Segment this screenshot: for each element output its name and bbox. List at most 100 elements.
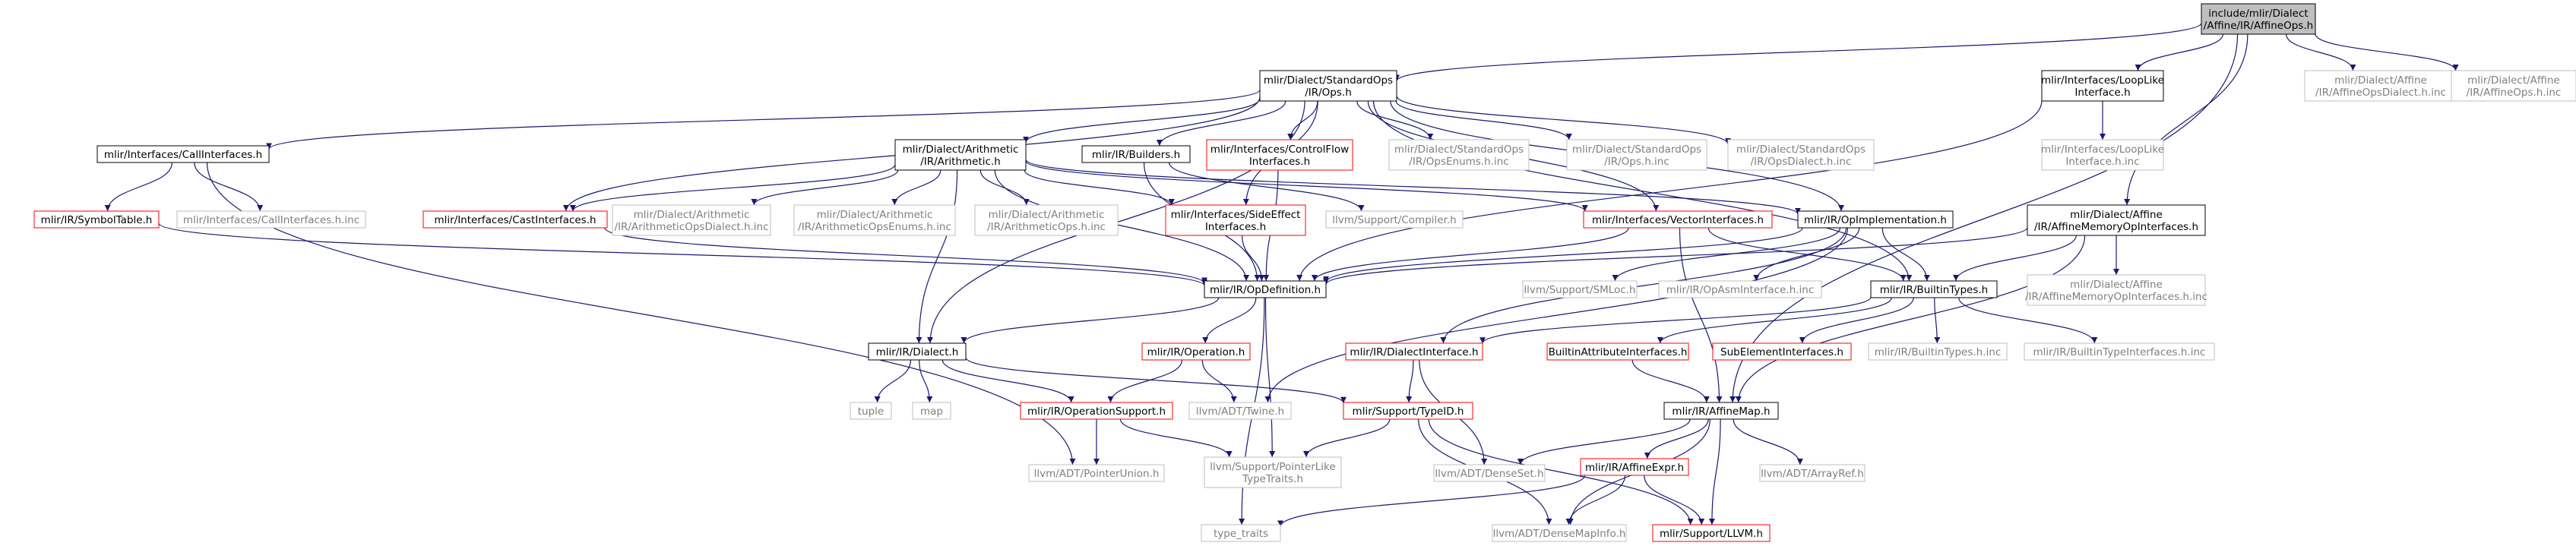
- edge-affinememop-to-builtintypes: [1953, 235, 2077, 282]
- node-castinterfaces[interactable]: mlir/Interfaces/CastInterfaces.h: [422, 210, 608, 229]
- node-dialect[interactable]: mlir/IR/Dialect.h: [868, 342, 967, 361]
- node-label-standardops-1: /IR/Ops.h: [1305, 87, 1352, 99]
- node-box-affineopshinc: [2451, 70, 2576, 102]
- edge-sideeffect-to-opdefinition: [1242, 235, 1265, 282]
- edge-opdefinition-to-operation: [1202, 297, 1257, 344]
- node-box-sideeffect: [1165, 204, 1306, 236]
- node-label-looplikeinc-0: mlir/Interfaces/LoopLike: [2041, 144, 2164, 156]
- node-affineops[interactable]: include/mlir/Dialect/Affine/IR/AffineOps…: [2201, 3, 2316, 35]
- edge-callinterfaces-to-callinterfacesinc: [194, 162, 264, 212]
- node-label-opsenumsinc-1: /IR/OpsEnums.h.inc: [1409, 156, 1508, 168]
- node-vectorinterfaces[interactable]: mlir/Interfaces/VectorInterfaces.h: [1583, 210, 1773, 229]
- node-label-pointerunion-0: llvm/ADT/PointerUnion.h: [1034, 468, 1160, 480]
- node-label-arithopsinc-0: mlir/Dialect/Arithmetic: [989, 209, 1105, 221]
- edge-builtintypes-to-dialectinterface: [1479, 296, 1872, 344]
- node-box-builtintypeinterfacesinc: [2024, 342, 2215, 361]
- node-callinterfaces[interactable]: mlir/Interfaces/CallInterfaces.h: [97, 145, 270, 163]
- node-label-llvmh-0: mlir/Support/LLVM.h: [1660, 528, 1763, 540]
- node-typeid[interactable]: mlir/Support/TypeID.h: [1343, 402, 1473, 420]
- node-box-operation: [1141, 342, 1251, 361]
- node-box-denseset: [1433, 464, 1546, 482]
- edge-opdefinition-to-dialect: [960, 297, 1220, 344]
- edge-callinterfaces-to-symboltable: [104, 162, 172, 212]
- node-label-opdefinition-0: mlir/IR/OpDefinition.h: [1210, 284, 1321, 296]
- node-arithmetic[interactable]: mlir/Dialect/Arithmetic/IR/Arithmetic.h: [894, 139, 1027, 171]
- node-box-looplikeinc: [2041, 139, 2164, 171]
- node-label-affineopshinc-0: mlir/Dialect/Affine: [2467, 74, 2560, 87]
- node-box-dialect: [868, 342, 967, 361]
- node-dialectinterface[interactable]: mlir/IR/DialectInterface.h: [1345, 342, 1483, 361]
- edge-vectorinterfaces-to-affinemap: [1679, 227, 1723, 403]
- node-opimplementation[interactable]: mlir/IR/OpImplementation.h: [1797, 210, 1954, 229]
- edge-typeid-to-llvmh: [1428, 418, 1694, 525]
- node-box-affineexpr: [1580, 458, 1689, 476]
- node-builtinattrinterfaces[interactable]: BuiltinAttributeInterfaces.h: [1546, 342, 1689, 361]
- node-arithdialectinc: mlir/Dialect/Arithmetic/IR/ArithmeticOps…: [612, 204, 771, 236]
- edge-opimplementation-to-opdefinition: [1323, 227, 1803, 283]
- node-symboltable[interactable]: mlir/IR/SymbolTable.h: [33, 210, 160, 229]
- node-box-dialectinterface: [1345, 342, 1483, 361]
- node-box-affineops: [2201, 3, 2316, 35]
- node-label-densemapinfo-0: llvm/ADT/DenseMapInfo.h: [1493, 528, 1626, 540]
- node-subelementinterfaces[interactable]: SubElementInterfaces.h: [1712, 342, 1852, 361]
- edge-arithmetic-to-arithenumsinc: [891, 169, 941, 206]
- edge-builtinattrinterfaces-to-affinemap: [1631, 359, 1710, 403]
- node-box-affineopsdialectinc: [2304, 70, 2457, 102]
- node-box-symboltable: [33, 210, 160, 229]
- edge-arithmetic-to-opimplementation: [1025, 159, 1801, 215]
- node-label-affineops-0: include/mlir/Dialect: [2208, 8, 2308, 20]
- node-builtintypes[interactable]: mlir/IR/BuiltinTypes.h: [1870, 280, 1998, 298]
- edge-arithmetic-to-sideeffect: [1024, 169, 1175, 206]
- node-affinememop[interactable]: mlir/Dialect/Affine/IR/AffineMemoryOpInt…: [2027, 204, 2206, 236]
- nodes: include/mlir/Dialect/Affine/IR/AffineOps…: [33, 3, 2576, 542]
- edge-opimplementation-to-twine: [1264, 227, 1849, 403]
- node-box-looplike: [2041, 70, 2164, 102]
- node-affineexpr[interactable]: mlir/IR/AffineExpr.h: [1580, 458, 1689, 476]
- node-llvmh[interactable]: mlir/Support/LLVM.h: [1652, 524, 1771, 542]
- edge-affineexpr-to-densemapinfo: [1565, 475, 1626, 525]
- edge-builders-to-compiler: [1168, 162, 1365, 212]
- edge-affineexpr-to-typetraits: [1277, 475, 1586, 527]
- node-label-affineops-1: /Affine/IR/AffineOps.h: [2204, 20, 2313, 32]
- edge-vectorinterfaces-to-opdefinition: [1311, 227, 1629, 282]
- node-box-opimplementation: [1797, 210, 1954, 229]
- node-label-opsdialectinc-1: /IR/OpsDialect.h.inc: [1751, 156, 1852, 168]
- node-label-looplike-1: Interface.h: [2074, 87, 2130, 99]
- edge-affinemap-to-llvmh: [1708, 418, 1721, 525]
- node-operation[interactable]: mlir/IR/Operation.h: [1141, 342, 1251, 361]
- node-box-opsdialectinc: [1727, 139, 1875, 171]
- node-arrayref: llvm/ADT/ArrayRef.h: [1759, 464, 1866, 482]
- node-operationsupport[interactable]: mlir/IR/OperationSupport.h: [1020, 402, 1173, 420]
- node-arithopsinc: mlir/Dialect/Arithmetic/IR/ArithmeticOps…: [974, 204, 1119, 236]
- node-box-controlflow: [1206, 139, 1353, 171]
- node-label-affinememopinc-0: mlir/Dialect/Affine: [2070, 279, 2163, 291]
- edge-typeid-to-pointerliketypetraits: [1303, 418, 1391, 458]
- node-label-controlflow-1: Interfaces.h: [1249, 156, 1310, 168]
- node-box-map: [912, 402, 951, 420]
- node-label-affinemap-0: mlir/IR/AffineMap.h: [1672, 405, 1770, 418]
- node-opdefinition[interactable]: mlir/IR/OpDefinition.h: [1204, 280, 1327, 298]
- node-label-affineopsdialectinc-0: mlir/Dialect/Affine: [2334, 74, 2427, 87]
- node-box-arithopsinc: [974, 204, 1119, 236]
- node-builders[interactable]: mlir/IR/Builders.h: [1081, 145, 1191, 163]
- node-standardops[interactable]: mlir/Dialect/StandardOps/IR/Ops.h: [1259, 70, 1397, 102]
- node-label-arrayref-0: llvm/ADT/ArrayRef.h: [1761, 468, 1864, 480]
- node-label-callinterfacesinc-0: mlir/Interfaces/CallInterfaces.h.inc: [183, 214, 359, 226]
- node-box-arrayref: [1759, 464, 1866, 482]
- edge-dialect-to-operationsupport: [941, 359, 1074, 403]
- node-label-sideeffect-1: Interfaces.h: [1205, 221, 1266, 233]
- node-box-twine: [1188, 402, 1292, 420]
- node-label-dialectinterface-0: mlir/IR/DialectInterface.h: [1350, 346, 1478, 358]
- node-label-affinememopinc-1: /IR/AffineMemoryOpInterfaces.h.inc: [2025, 291, 2207, 303]
- node-label-builtintypes-0: mlir/IR/BuiltinTypes.h: [1880, 284, 1988, 296]
- node-label-operationsupport-0: mlir/IR/OperationSupport.h: [1027, 405, 1166, 418]
- node-box-opasminc: [1658, 280, 1822, 298]
- edge-affineexpr-to-llvmh: [1644, 475, 1705, 525]
- node-label-standardops-0: mlir/Dialect/StandardOps: [1264, 74, 1393, 87]
- node-label-looplikeinc-1: Interface.h.inc: [2065, 156, 2139, 168]
- node-affinemap[interactable]: mlir/IR/AffineMap.h: [1663, 402, 1779, 420]
